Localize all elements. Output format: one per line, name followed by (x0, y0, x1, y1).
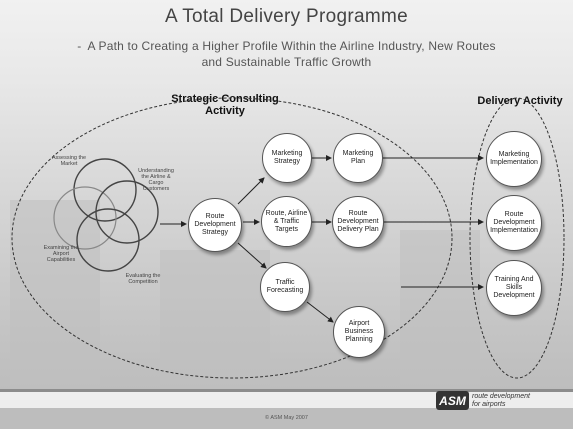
delivery-heading: Delivery Activity (477, 95, 563, 107)
footer-divider (0, 389, 573, 392)
node-marketing-strategy: Marketing Strategy (262, 133, 312, 183)
subtitle-line-2: and Sustainable Traffic Growth (201, 55, 372, 69)
venn-label-airline: Understanding the Airline & Cargo Custom… (138, 168, 174, 192)
venn-label-competition: Evaluating the Competition (125, 273, 161, 285)
slide-subtitle: -A Path to Creating a Higher Profile Wit… (0, 38, 573, 70)
node-route-development-implementation: Route Development Implementation (486, 195, 542, 251)
arrow-strategy-to-marketing (237, 177, 265, 205)
subtitle-line-1: -A Path to Creating a Higher Profile Wit… (77, 39, 496, 53)
node-airport-business-planning: Airport Business Planning (333, 306, 385, 358)
slide-title: A Total Delivery Programme (165, 6, 408, 27)
strategic-heading: Strategic Consulting Activity (171, 93, 279, 117)
venn-label-market: Assessing the Market (51, 155, 87, 167)
arrow-strategy-to-traffic (237, 242, 267, 269)
strategic-boundary (11, 97, 453, 379)
venn-circle-bottom (76, 208, 140, 272)
logo-tagline: route development for airports (472, 393, 530, 408)
arrow-traffic-to-airport (306, 301, 334, 323)
subtitle-dash: - (77, 39, 82, 53)
node-route-development-strategy: Route Development Strategy (188, 198, 242, 252)
copyright-text: © ASM May 2007 (265, 415, 308, 421)
node-training-skills-development: Training And Skills Development (486, 260, 542, 316)
node-marketing-plan: Marketing Plan (333, 133, 383, 183)
node-route-airline-traffic-targets: Route, Airline & Traffic Targets (261, 196, 312, 247)
venn-circle-top (73, 158, 137, 222)
venn-circle-left (53, 186, 117, 250)
background-city-left (10, 200, 100, 390)
venn-label-airport: Examining the Airport Capabilities (43, 245, 79, 263)
background-city-mid (160, 250, 270, 390)
asm-logo: ASM (436, 391, 469, 410)
delivery-boundary (469, 97, 565, 379)
background-city-right (400, 230, 480, 390)
node-marketing-implementation: Marketing Implementation (486, 131, 542, 187)
footer-band (0, 408, 573, 429)
node-route-development-delivery-plan: Route Development Delivery Plan (332, 196, 384, 248)
node-traffic-forecasting: Traffic Forecasting (260, 262, 310, 312)
